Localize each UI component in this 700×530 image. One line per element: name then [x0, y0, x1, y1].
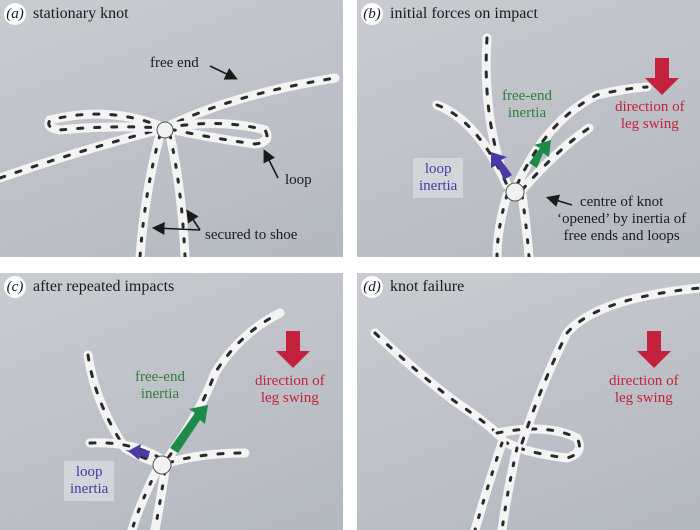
- panel-b-title: (b) initial forces on impact: [361, 3, 538, 25]
- shoelace-photo-c: [83, 308, 310, 530]
- label-direction-leg-swing-c: direction of leg swing: [255, 373, 325, 406]
- label-free-end: free end: [150, 55, 199, 71]
- arrow-loop: [263, 149, 279, 179]
- panel-c-title: (c) after repeated impacts: [4, 276, 174, 298]
- label-loop: loop: [285, 172, 312, 188]
- label-direction-leg-swing-d: direction of leg swing: [609, 373, 679, 406]
- panel-a-letter: (a): [4, 3, 26, 25]
- panel-d-title: (d) knot failure: [361, 276, 464, 298]
- shoelace-photo-a: [0, 65, 340, 257]
- arrow-secured-left: [151, 222, 201, 235]
- label-direction-leg-swing-b: direction of leg swing: [615, 99, 685, 132]
- panel-a-stationary-knot: (a) stationary knot free end loop secure…: [0, 0, 343, 257]
- panel-b-initial-forces: (b) initial forces on impact free-end in…: [357, 0, 700, 257]
- panel-d-letter: (d): [361, 276, 383, 298]
- panel-a-title: (a) stationary knot: [4, 3, 129, 25]
- panel-b-letter: (b): [361, 3, 383, 25]
- label-secured-to-shoe: secured to shoe: [205, 227, 298, 243]
- shoelace-photo-d: [370, 283, 700, 530]
- shoelace-photo-b: [432, 33, 679, 257]
- panel-a-title-text: stationary knot: [33, 5, 129, 22]
- panel-b-title-text: initial forces on impact: [390, 5, 538, 22]
- loop-inertia-arrow-b: [491, 152, 512, 180]
- arrow-secured-right: [186, 209, 201, 231]
- label-loop-inertia-b: loop inertia: [413, 158, 464, 198]
- leg-swing-arrow-c: [276, 331, 310, 368]
- leg-swing-arrow-d: [637, 331, 671, 368]
- label-free-end-inertia-b: free-end inertia: [502, 88, 552, 121]
- panel-c-letter: (c): [4, 276, 26, 298]
- label-loop-inertia-c: loop inertia: [64, 461, 115, 501]
- leg-swing-arrow-b: [645, 58, 679, 95]
- panel-c-title-text: after repeated impacts: [33, 278, 175, 295]
- arrow-free-end: [209, 65, 238, 80]
- free-end-inertia-arrow-c: [170, 405, 208, 453]
- label-free-end-inertia-c: free-end inertia: [135, 369, 185, 402]
- loop-inertia-arrow-c: [128, 444, 150, 460]
- panel-c-repeated-impacts: (c) after repeated impacts free-end iner…: [0, 273, 343, 530]
- panel-d-knot-failure: (d) knot failure direction of leg swing: [357, 273, 700, 530]
- free-end-inertia-arrow-b: [529, 140, 551, 168]
- panel-d-title-text: knot failure: [390, 278, 465, 295]
- label-centre-of-knot: centre of knot ‘opened’ by inertia of fr…: [557, 194, 687, 244]
- arrow-centre-of-knot: [545, 194, 573, 207]
